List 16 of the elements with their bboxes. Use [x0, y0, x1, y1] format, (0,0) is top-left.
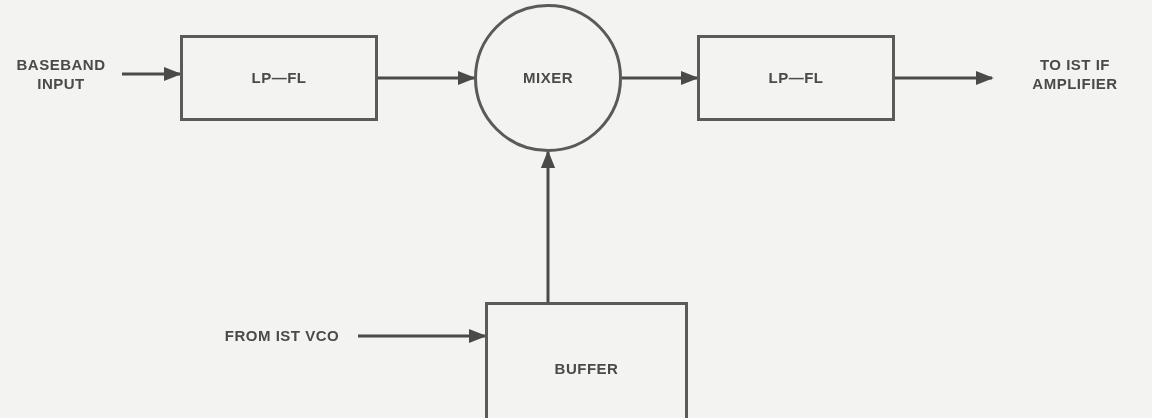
block-label: LP—FL: [768, 68, 824, 88]
block-label: BUFFER: [554, 358, 619, 379]
block-label: MIXER: [523, 68, 573, 88]
block-box: [485, 302, 688, 418]
arrow: [122, 66, 182, 82]
signal-label: TO IST IF AMPLIFIER: [1031, 54, 1119, 94]
arrow: [895, 70, 994, 86]
arrow: [540, 150, 556, 302]
arrow: [622, 70, 699, 86]
arrow: [358, 328, 487, 344]
block-label: LP—FL: [251, 68, 307, 88]
signal-label: BASEBAND INPUT: [15, 54, 107, 94]
arrow: [378, 70, 476, 86]
signal-label: FROM IST VCO: [224, 326, 340, 346]
block-box: [697, 35, 895, 121]
block-box: [180, 35, 378, 121]
